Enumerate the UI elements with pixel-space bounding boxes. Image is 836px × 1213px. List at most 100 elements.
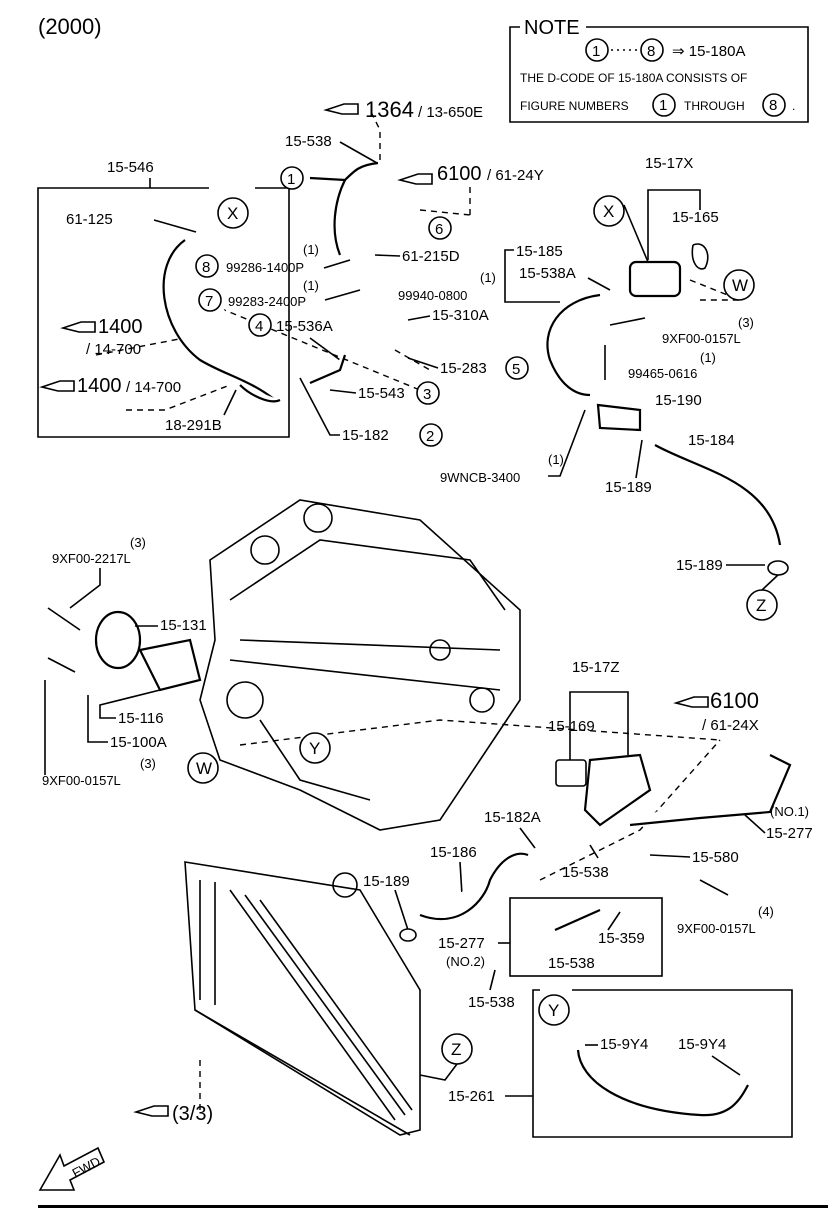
hose-15-546[interactable] bbox=[162, 239, 276, 401]
label-15-277-no2-qty: (NO.2) bbox=[446, 954, 485, 969]
bolt-9XF00-a[interactable] bbox=[609, 317, 646, 326]
callout-Z-top[interactable]: Z bbox=[746, 589, 778, 621]
label-15-190: 15-190 bbox=[655, 392, 702, 409]
thermostat-housing[interactable] bbox=[628, 260, 682, 298]
callout-X-left[interactable]: X bbox=[217, 197, 249, 229]
note-period: . bbox=[792, 99, 795, 113]
ref-3-of-3[interactable]: (3/3) bbox=[133, 1103, 213, 1125]
callout-1[interactable]: 1 bbox=[280, 166, 304, 190]
label-15-165: 15-165 bbox=[672, 209, 719, 226]
gasket-15-169[interactable] bbox=[555, 759, 587, 787]
callout-7-text: 7 bbox=[205, 293, 213, 310]
ref-1364[interactable]: 1364 / 13-650E bbox=[323, 97, 483, 122]
callout-5[interactable]: 5 bbox=[505, 356, 529, 380]
label-15-189-b: 15-189 bbox=[676, 557, 723, 574]
hose-15-261[interactable] bbox=[576, 1049, 749, 1117]
ref-1400-a-sub: / 14-700 bbox=[86, 341, 141, 358]
label-15-116: 15-116 bbox=[118, 710, 164, 727]
callout-Y-engine-text: Y bbox=[309, 739, 320, 758]
callout-2-text: 2 bbox=[426, 428, 434, 445]
callout-2[interactable]: 2 bbox=[419, 423, 443, 447]
callout-X-right-text: X bbox=[603, 202, 614, 221]
callout-W-right[interactable]: W bbox=[723, 269, 755, 301]
label-61-125: 61-125 bbox=[66, 211, 113, 228]
label-9XF00-2217L-qty: (3) bbox=[130, 535, 146, 550]
callout-X-left-text: X bbox=[227, 204, 238, 223]
note-range-to: 8 bbox=[647, 43, 655, 60]
note-target: ⇒ 15-180A bbox=[672, 43, 745, 60]
callout-6-text: 6 bbox=[435, 221, 443, 238]
note-line1: THE D-CODE OF 15-180A CONSISTS OF bbox=[520, 71, 747, 85]
label-9XF00-0157L-a: 9XF00-0157L bbox=[662, 331, 741, 346]
pipe-15-190[interactable] bbox=[596, 403, 642, 432]
engine-block bbox=[199, 499, 521, 831]
bottom-rule bbox=[38, 1205, 828, 1208]
label-15-17Z: 15-17Z bbox=[572, 659, 620, 676]
label-9XF00-0157L-c: 9XF00-0157L bbox=[677, 921, 756, 936]
label-15-189-a: 15-189 bbox=[605, 479, 652, 496]
label-15-538-mid: 15-538 bbox=[562, 864, 609, 881]
label-15-189-c: 15-189 bbox=[363, 873, 410, 890]
hose-15-185[interactable] bbox=[546, 293, 601, 397]
housing-15-17Z[interactable] bbox=[583, 753, 652, 827]
callout-8-text: 8 bbox=[202, 259, 210, 276]
label-15-283: 15-283 bbox=[440, 360, 487, 377]
callout-Z-bottom-text: Z bbox=[451, 1040, 461, 1059]
callout-7[interactable]: 7 bbox=[198, 288, 222, 312]
hose-15-277-no1[interactable] bbox=[629, 754, 792, 827]
water-pump[interactable] bbox=[138, 638, 202, 692]
label-15-538-box: 15-538 bbox=[548, 955, 595, 972]
callout-Y-box[interactable]: Y bbox=[538, 994, 570, 1026]
ref-6100-mid[interactable]: 6100 / 61-24X bbox=[673, 688, 759, 734]
box-15-261: 15-9Y4 15-9Y4 bbox=[532, 989, 793, 1138]
callout-5-text: 5 bbox=[512, 361, 520, 378]
bolt-9XF00-0157L-b[interactable] bbox=[47, 657, 76, 673]
hose-callout-1[interactable] bbox=[333, 179, 346, 256]
ref-3-of-3-label: (3/3) bbox=[172, 1103, 213, 1125]
clamp-15-189-c[interactable] bbox=[399, 928, 417, 942]
callout-3-text: 3 bbox=[423, 386, 431, 403]
label-15-546: 15-546 bbox=[107, 159, 154, 176]
ref-1400-a[interactable]: 1400 / 14-700 bbox=[60, 316, 143, 358]
clamp-15-189-b[interactable] bbox=[767, 560, 789, 576]
label-15-100A: 15-100A bbox=[110, 734, 167, 751]
ref-1364-sub: / 13-650E bbox=[418, 104, 483, 121]
ref-1400-a-number: 1400 bbox=[98, 316, 143, 338]
hose-15-538-box[interactable] bbox=[554, 908, 601, 932]
note-circle-8: 8 bbox=[769, 97, 777, 114]
label-99286-1400P: 99286-1400P bbox=[226, 260, 304, 275]
ref-6100-top[interactable]: 6100 / 61-24Y bbox=[397, 163, 544, 185]
box-15-546: 15-546 bbox=[37, 159, 290, 438]
pipe-15-543[interactable] bbox=[309, 354, 347, 385]
callout-8[interactable]: 8 bbox=[195, 254, 219, 278]
label-15-277-no1-qty: (NO.1) bbox=[770, 804, 809, 819]
callout-Y-engine[interactable]: Y bbox=[299, 732, 331, 764]
box-15-359: 15-359 15-538 bbox=[509, 897, 663, 977]
bolt-9XF00-0157L-c[interactable] bbox=[699, 879, 729, 896]
callout-4[interactable]: 4 bbox=[248, 313, 272, 337]
label-15-182: 15-182 bbox=[342, 427, 389, 444]
label-15-538A-qty: (1) bbox=[480, 270, 496, 285]
hose-15-184[interactable] bbox=[654, 444, 782, 546]
callout-3[interactable]: 3 bbox=[416, 381, 440, 405]
gasket-15-165[interactable] bbox=[691, 243, 709, 270]
ref-1400-b[interactable]: 1400 / 14-700 bbox=[39, 375, 181, 397]
callout-X-right[interactable]: X bbox=[593, 195, 625, 227]
ref-1400-b-sub: / 14-700 bbox=[126, 379, 181, 396]
bolt-9XF00-2217L[interactable] bbox=[47, 607, 81, 631]
ref-6100-top-number: 6100 bbox=[437, 163, 482, 185]
label-15-9Y4-a: 15-9Y4 bbox=[600, 1036, 648, 1053]
label-9XF00-0157L-a-qty: (3) bbox=[738, 315, 754, 330]
ref-1364-number: 1364 bbox=[365, 97, 414, 122]
callout-Z-bottom[interactable]: Z bbox=[441, 1033, 473, 1065]
label-99465-0616: 99465-0616 bbox=[628, 366, 697, 381]
ref-6100-mid-sub: / 61-24X bbox=[702, 717, 759, 734]
pulley-15-131[interactable] bbox=[94, 610, 142, 670]
label-61-215D: 61-215D bbox=[402, 248, 460, 265]
callout-6[interactable]: 6 bbox=[428, 216, 452, 240]
label-15-580: 15-580 bbox=[692, 849, 739, 866]
callout-W-left[interactable]: W bbox=[187, 752, 219, 784]
note-title: NOTE bbox=[524, 17, 580, 39]
hose-15-186[interactable] bbox=[419, 852, 529, 921]
label-15-261: 15-261 bbox=[448, 1088, 495, 1105]
